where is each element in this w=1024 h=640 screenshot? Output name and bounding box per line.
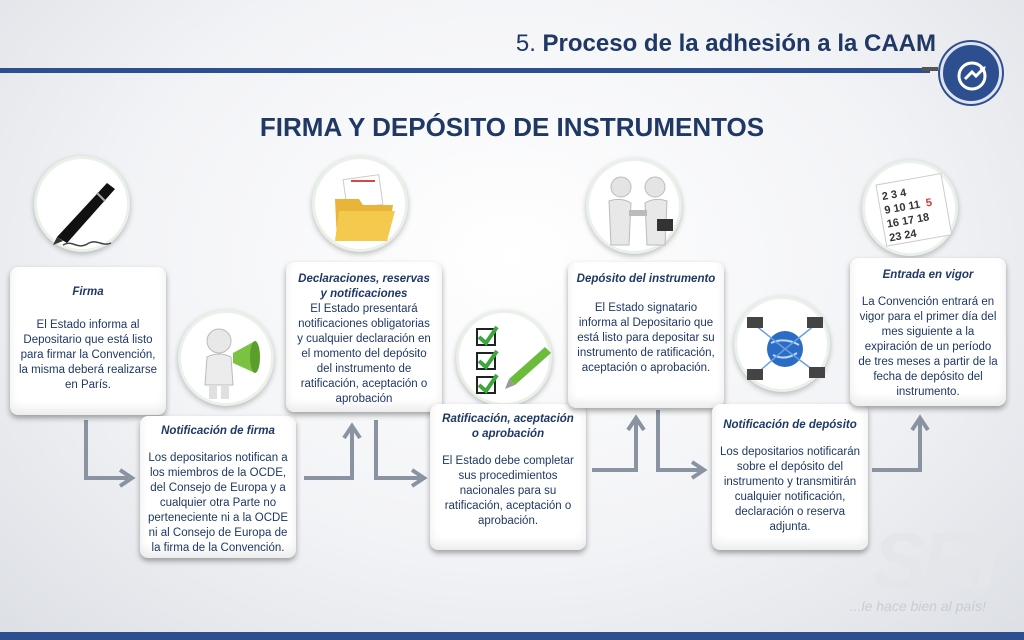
arrow-2 [304, 430, 354, 480]
step-title: Depósito del instrumento [576, 273, 716, 285]
header-rule [0, 68, 930, 73]
handshake-icon [586, 158, 682, 254]
globe-network-icon [734, 296, 830, 392]
checklist-icon [456, 310, 552, 406]
calendar-icon: 2 3 4 9 10 11 16 17 18 23 24 5 [862, 160, 958, 256]
svg-text:23 24: 23 24 [888, 228, 918, 245]
svg-text:2 3 4: 2 3 4 [881, 187, 908, 203]
pen-icon [34, 156, 130, 252]
step-title: Declaraciones, reservas y notificaciones [298, 273, 430, 300]
arrow-6 [872, 422, 922, 472]
step-text: Los depositarios notificarán sobre el de… [720, 446, 860, 533]
step-text: El Estado signatario informa al Deposita… [577, 302, 715, 374]
section-title: Proceso de la adhesión a la CAAM [542, 30, 936, 57]
step-text: Los depositarios notifican a los miembro… [148, 452, 288, 554]
section-number: 5. [515, 30, 536, 57]
step-text: La Convención entrará en vigor para el p… [858, 296, 998, 398]
logo-icon [940, 42, 1002, 104]
watermark-slogan: ...le hace bien al país! [849, 598, 986, 614]
section-header: 5. Proceso de la adhesión a la CAAM [516, 30, 936, 58]
arrow-3 [374, 420, 420, 480]
step-notificacion-firma: Notificación de firma Los depositarios n… [140, 416, 296, 558]
megaphone-person-icon [178, 310, 274, 406]
step-title: Ratificación, aceptación o aprobación [442, 413, 574, 440]
step-deposito: Depósito del instrumento El Estado signa… [568, 262, 724, 408]
step-firma: Firma El Estado informa al Depositario q… [10, 267, 166, 415]
arrow-5 [656, 410, 700, 472]
step-notificacion-deposito: Notificación de depósito Los depositario… [712, 404, 868, 550]
step-text: El Estado debe completar sus procedimien… [442, 455, 574, 527]
folder-icon [312, 156, 408, 252]
svg-text:5: 5 [925, 197, 933, 210]
footer-bar [0, 632, 1024, 640]
arrow-4 [592, 422, 638, 472]
step-title: Firma [72, 286, 104, 298]
header-rule-accent [922, 67, 938, 71]
step-title: Entrada en vigor [882, 269, 974, 281]
step-ratificacion: Ratificación, aceptación o aprobación El… [430, 404, 586, 550]
step-text: El Estado presentará notificaciones obli… [297, 303, 431, 405]
page-title: FIRMA Y DEPÓSITO DE INSTRUMENTOS [259, 112, 765, 142]
step-title: Notificación de depósito [723, 419, 857, 431]
step-entrada-vigor: Entrada en vigor La Convención entrará e… [850, 258, 1006, 406]
step-declaraciones: Declaraciones, reservas y notificaciones… [286, 262, 442, 412]
watermark-logo: SRI [872, 516, 998, 605]
step-title: Notificación de firma [161, 425, 275, 437]
arrow-1 [84, 420, 128, 480]
step-text: El Estado informa al Depositario que est… [18, 319, 158, 391]
